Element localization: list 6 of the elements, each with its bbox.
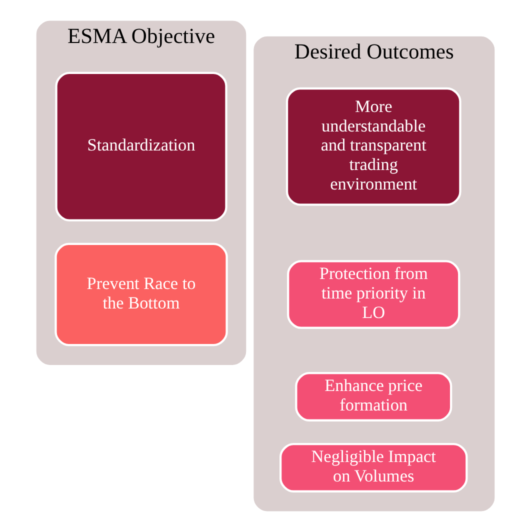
node-box: Negligible Impact on Volumes — [279, 442, 468, 492]
node-box: Enhance price formation — [295, 372, 452, 422]
node-box: More understandable and transparent trading environment — [286, 87, 462, 206]
node-box: Protection from time priority in LO — [287, 260, 460, 329]
node-box: Standardization — [55, 72, 228, 222]
node-box: Prevent Race to the Bottom — [54, 242, 228, 346]
